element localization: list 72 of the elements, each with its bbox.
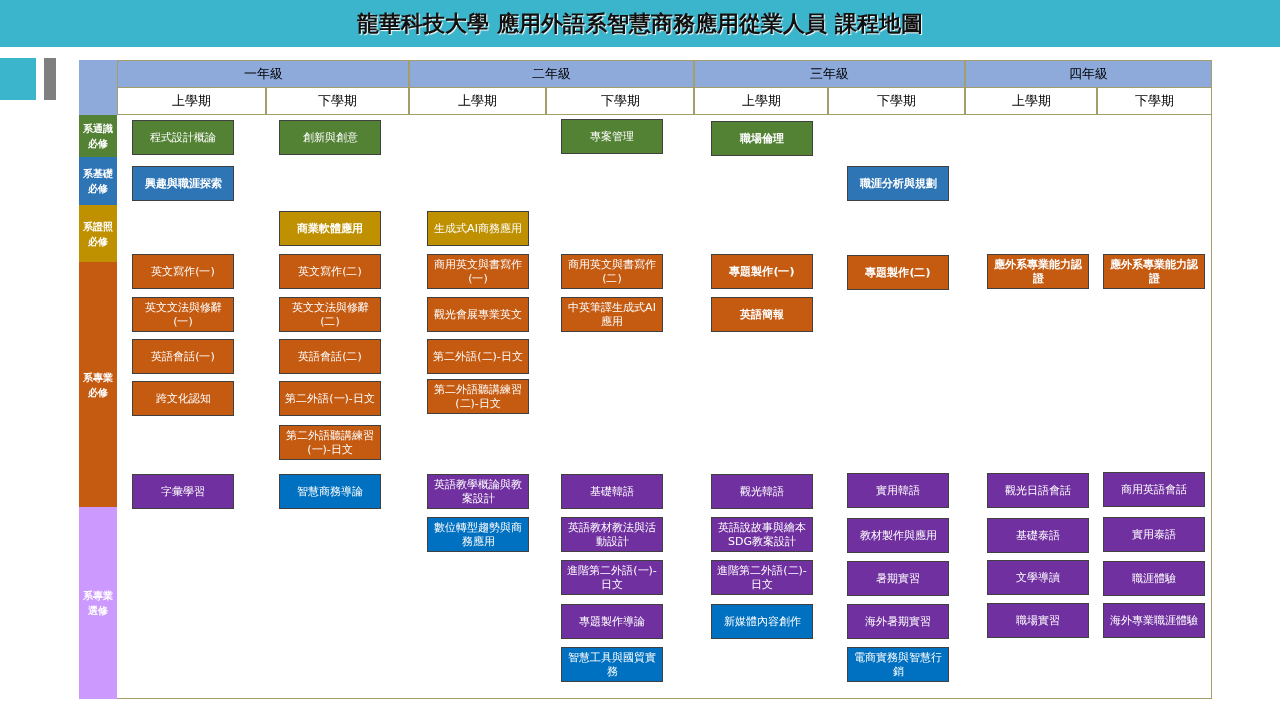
course-box: 觀光會展專業英文 [427, 297, 529, 332]
course-box: 英文文法與修辭(二) [279, 297, 381, 332]
course-box: 實用泰語 [1103, 517, 1205, 552]
course-box: 商業軟體應用 [279, 211, 381, 246]
category-band: 系專業必修 [79, 262, 117, 507]
course-box: 暑期實習 [847, 561, 949, 596]
course-box: 數位轉型趨勢與商務應用 [427, 517, 529, 552]
year-header: 四年級 [965, 60, 1212, 88]
course-box: 興趣與職涯探索 [132, 166, 234, 201]
course-box: 新媒體內容創作 [711, 604, 813, 639]
course-box: 英語會話(二) [279, 339, 381, 374]
course-box: 中英筆譯生成式AI應用 [561, 297, 663, 332]
course-box: 英文文法與修辭(一) [132, 297, 234, 332]
course-box: 觀光日語會話 [987, 473, 1089, 508]
course-box: 智慧工具與國貿實務 [561, 647, 663, 682]
semester-header: 上學期 [117, 87, 266, 115]
course-box: 教材製作與應用 [847, 518, 949, 553]
course-box: 第二外語聽講練習(二)-日文 [427, 379, 529, 414]
semester-header: 下學期 [266, 87, 409, 115]
course-box: 第二外語聽講練習(一)-日文 [279, 425, 381, 460]
semester-header: 下學期 [546, 87, 694, 115]
semester-header: 上學期 [409, 87, 546, 115]
course-box: 電商實務與智慧行銷 [847, 647, 949, 682]
category-band: 系專業選修 [79, 507, 117, 699]
semester-header: 上學期 [694, 87, 828, 115]
course-box: 觀光韓語 [711, 474, 813, 509]
course-box: 文學導讀 [987, 560, 1089, 595]
course-box: 職涯體驗 [1103, 561, 1205, 596]
course-box: 職場實習 [987, 603, 1089, 638]
course-box: 第二外語(二)-日文 [427, 339, 529, 374]
course-box: 進階第二外語(二)-日文 [711, 560, 813, 595]
course-box: 專案管理 [561, 119, 663, 154]
course-box: 專題製作(二) [847, 255, 949, 290]
course-box: 應外系專業能力認證 [1103, 254, 1205, 289]
category-band: 系基礎必修 [79, 157, 117, 205]
course-box: 創新與創意 [279, 120, 381, 155]
category-band: 系通識必修 [79, 115, 117, 157]
course-box: 海外暑期實習 [847, 604, 949, 639]
course-box: 生成式AI商務應用 [427, 211, 529, 246]
course-box: 英語說故事與繪本SDG教案設計 [711, 517, 813, 552]
semester-header: 上學期 [965, 87, 1097, 115]
course-box: 英語教材教法與活動設計 [561, 517, 663, 552]
semester-header: 下學期 [828, 87, 965, 115]
course-box: 英語簡報 [711, 297, 813, 332]
course-box: 海外專業職涯體驗 [1103, 603, 1205, 638]
course-box: 程式設計概論 [132, 120, 234, 155]
category-band: 系證照必修 [79, 205, 117, 262]
course-box: 英語教學概論與教案設計 [427, 474, 529, 509]
course-box: 英文寫作(一) [132, 254, 234, 289]
course-box: 職場倫理 [711, 121, 813, 156]
course-box: 智慧商務導論 [279, 474, 381, 509]
year-header: 二年級 [409, 60, 694, 88]
semester-header: 下學期 [1097, 87, 1212, 115]
course-box: 商用英文與書寫作(二) [561, 254, 663, 289]
course-box: 進階第二外語(一)-日文 [561, 560, 663, 595]
course-box: 職涯分析與規劃 [847, 166, 949, 201]
course-box: 英文寫作(二) [279, 254, 381, 289]
course-box: 商用英語會話 [1103, 472, 1205, 507]
course-box: 基礎韓語 [561, 474, 663, 509]
course-box: 第二外語(一)-日文 [279, 381, 381, 416]
course-box: 專題製作(一) [711, 254, 813, 289]
year-header: 一年級 [117, 60, 409, 88]
title-banner: 龍華科技大學 應用外語系智慧商務應用從業人員 課程地圖 [0, 0, 1280, 47]
course-box: 英語會話(一) [132, 339, 234, 374]
course-box: 實用韓語 [847, 473, 949, 508]
year-header: 三年級 [694, 60, 965, 88]
course-box: 應外系專業能力認證 [987, 254, 1089, 289]
course-box: 商用英文與書寫作(一) [427, 254, 529, 289]
course-box: 跨文化認知 [132, 381, 234, 416]
course-box: 字彙學習 [132, 474, 234, 509]
course-box: 專題製作導論 [561, 604, 663, 639]
course-box: 基礎泰語 [987, 518, 1089, 553]
